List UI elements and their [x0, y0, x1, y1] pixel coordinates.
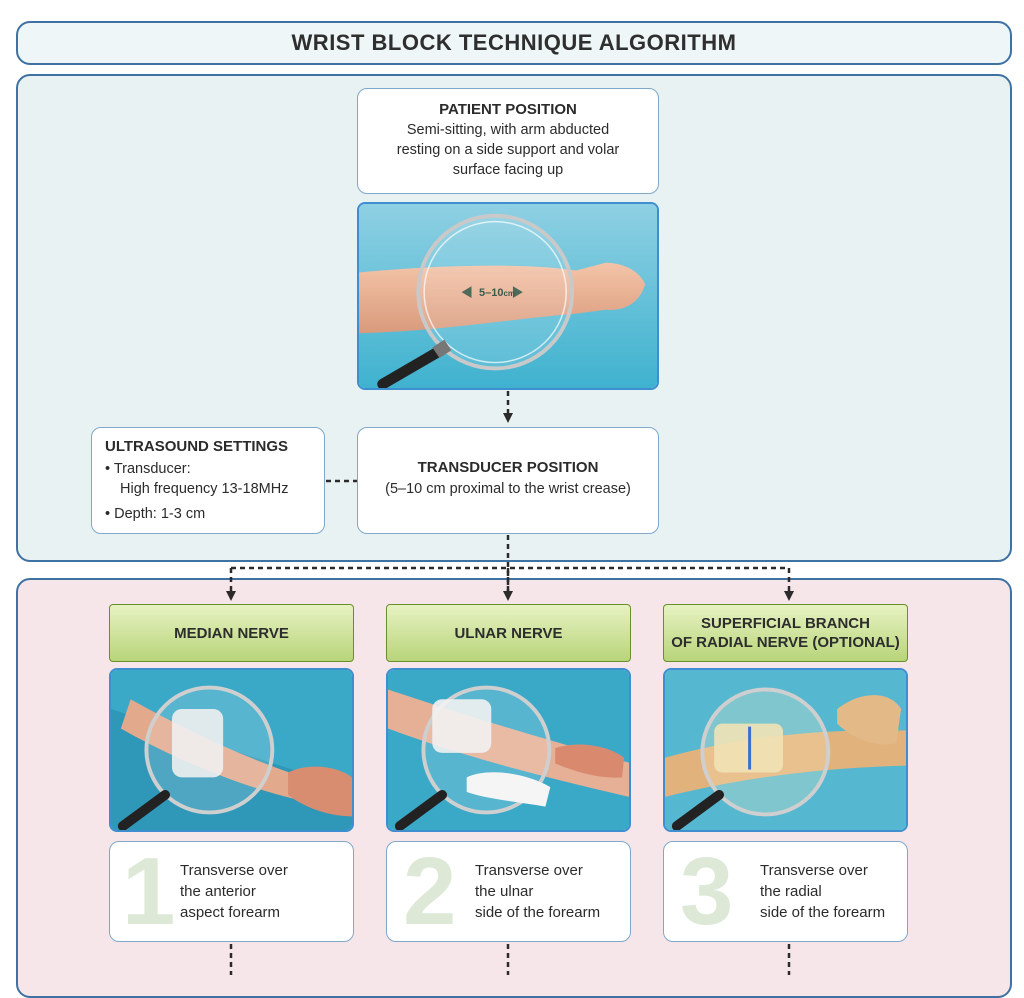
transducer-position-box: TRANSDUCER POSITION (5–10 cm proximal to…: [357, 427, 659, 534]
ulnar-step-text: Transverse over the ulnar side of the fo…: [475, 862, 601, 921]
step-number: 2: [403, 841, 457, 942]
forearm-photo: 5–10cm: [357, 202, 659, 390]
ulnar-step-box: 2 Transverse over the ulnar side of the …: [386, 841, 631, 942]
patient-position-text: Semi-sitting, with arm abducted resting …: [396, 122, 620, 178]
patient-position-title: PATIENT POSITION: [439, 101, 577, 118]
ultrasound-settings-title: ULTRASOUND SETTINGS: [105, 438, 289, 455]
median-step-box: 1 Transverse over the anterior aspect fo…: [109, 841, 354, 942]
radial-step-text: Transverse over the radial side of the f…: [760, 862, 886, 921]
depth-setting: • Depth: 1-3 cm: [105, 506, 206, 522]
ulnar-nerve-header: ULNAR NERVE: [386, 604, 631, 662]
median-nerve-header: MEDIAN NERVE: [109, 604, 354, 662]
radial-nerve-photo: [663, 668, 908, 832]
radial-nerve-header: SUPERFICIAL BRANCH OF RADIAL NERVE (OPTI…: [663, 604, 908, 662]
radial-step-box: 3 Transverse over the radial side of the…: [663, 841, 908, 942]
median-nerve-photo: [109, 668, 354, 832]
measure-label: 5–10cm: [479, 287, 516, 299]
transducer-label: • Transducer:: [105, 461, 191, 477]
transducer-position-text: (5–10 cm proximal to the wrist crease): [385, 481, 631, 497]
ulnar-nerve-photo: [386, 668, 631, 832]
flow-connectors: [226, 391, 794, 975]
patient-position-box: PATIENT POSITION Semi-sitting, with arm …: [357, 88, 659, 194]
median-step-text: Transverse over the anterior aspect fore…: [180, 862, 288, 921]
step-number: 1: [122, 841, 176, 942]
page-title: WRIST BLOCK TECHNIQUE ALGORITHM: [16, 21, 1012, 65]
ultrasound-settings-box: ULTRASOUND SETTINGS • Transducer: High f…: [91, 427, 325, 534]
transducer-position-title: TRANSDUCER POSITION: [417, 459, 599, 476]
transducer-frequency: High frequency 13-18MHz: [120, 481, 289, 497]
step-number: 3: [680, 841, 734, 942]
